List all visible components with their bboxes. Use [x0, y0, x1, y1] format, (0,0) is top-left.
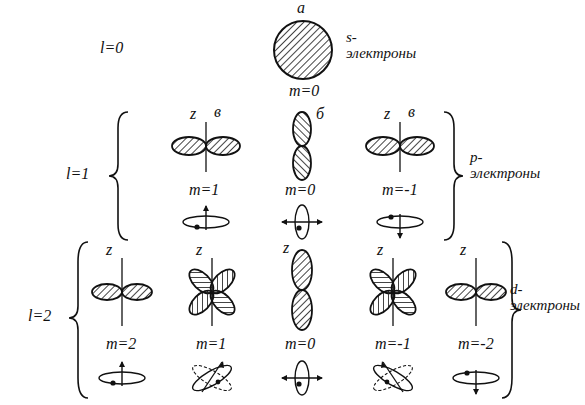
group-label: d- электроны: [510, 282, 580, 314]
quantum-number: m=1: [196, 336, 226, 353]
letter-label: в: [214, 104, 221, 121]
quantum-number: l=0: [100, 40, 123, 57]
axis-label: z: [196, 242, 202, 259]
axis-label: z: [190, 106, 196, 123]
quantum-number: m=-1: [382, 182, 418, 199]
quantum-number: m=0: [285, 336, 315, 353]
quantum-number: m=2: [106, 336, 136, 353]
axis-label: z: [377, 242, 383, 259]
axis-label: z: [460, 242, 466, 259]
quantum-number: l=2: [28, 308, 51, 325]
letter-label: в: [408, 104, 415, 121]
quantum-number: m=-2: [458, 336, 494, 353]
axis-label: z: [283, 240, 289, 257]
letter-label: a: [297, 0, 305, 17]
quantum-number: m=-1: [375, 336, 411, 353]
quantum-number: m=0: [285, 182, 315, 199]
axis-label: z: [106, 242, 112, 259]
group-label: p- электроны: [470, 150, 540, 182]
axis-label: z: [384, 106, 390, 123]
quantum-number: m=1: [189, 182, 219, 199]
letter-label: б: [316, 106, 324, 123]
quantum-number: m=0: [289, 83, 319, 100]
group-label: s- электроны: [346, 30, 416, 62]
quantum-number: l=1: [66, 166, 89, 183]
